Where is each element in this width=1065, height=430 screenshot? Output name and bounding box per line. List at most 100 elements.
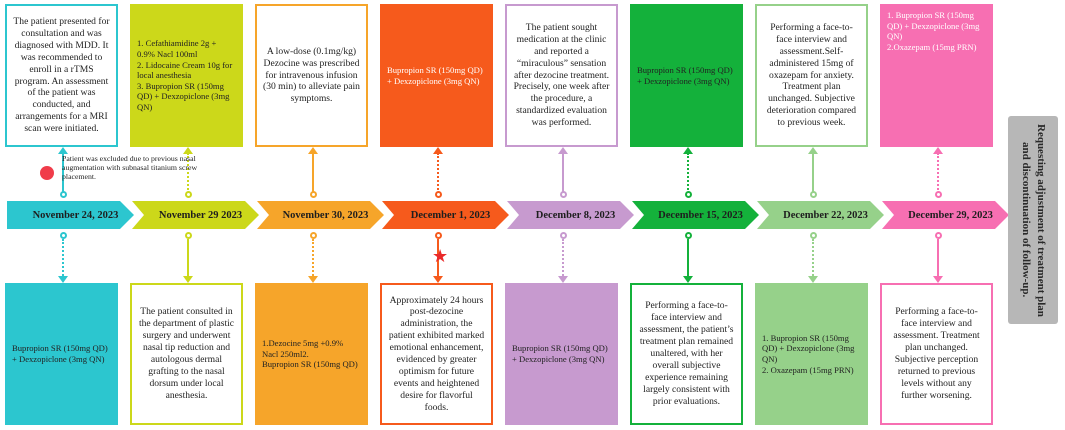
connector-arrow-up xyxy=(183,147,193,154)
connector-line-top xyxy=(437,153,439,194)
bottom-box-november-24-2023: Bupropion SR (150mg QD) + Dexzopiclone (… xyxy=(5,283,118,425)
connector-node-bottom xyxy=(185,232,192,239)
box-text-line: Approximately 24 hours post-dezocine adm… xyxy=(388,294,485,413)
connector-node-bottom xyxy=(810,232,817,239)
connector-arrow-down xyxy=(558,276,568,283)
box-text-line: 1. Bupropion SR (150mg QD) + Dexzopiclon… xyxy=(762,332,855,364)
box-text-line: Performing a face-to-face interview and … xyxy=(766,21,857,129)
connector-line-bottom xyxy=(562,239,564,276)
box-text-line: 1.Dezocine 5mg +0.9% Nacl 250ml2. xyxy=(262,338,344,359)
box-text-line: Performing a face-to-face interview and … xyxy=(639,300,734,407)
bottom-box-december-29-2023: Performing a face-to-face interview and … xyxy=(880,283,993,425)
top-box-december-22-2023: Performing a face-to-face interview and … xyxy=(755,4,868,147)
connector-line-bottom xyxy=(62,239,64,276)
top-box-december-29-2023: 1. Bupropion SR (150mg QD) + Dexzopiclon… xyxy=(880,4,993,147)
box-text-line: Bupropion SR (150mg QD) + Dexzopiclone (… xyxy=(12,343,108,364)
date-label: December 1, 2023 xyxy=(410,209,491,221)
timeline-date-segment: December 29, 2023 xyxy=(882,201,1009,229)
connector-node-top xyxy=(435,191,442,198)
bottom-box-december-15-2023: Performing a face-to-face interview and … xyxy=(630,283,743,425)
bottom-box-december-8-2023: Bupropion SR (150mg QD) + Dexzopiclone (… xyxy=(505,283,618,425)
box-text-line: The patient sought medication at the cli… xyxy=(513,21,610,129)
timeline-date-segment: November 24, 2023 xyxy=(7,201,134,229)
connector-node-top xyxy=(810,191,817,198)
box-text-line: A low-dose (0.1mg/kg) Dezocine was presc… xyxy=(263,45,360,105)
connector-arrow-up xyxy=(58,147,68,154)
connector-line-bottom xyxy=(437,239,439,276)
connector-line-bottom xyxy=(937,239,939,276)
box-text-line: Bupropion SR (150mg QD) xyxy=(262,359,358,370)
date-label: November 30, 2023 xyxy=(282,209,369,221)
connector-node-bottom xyxy=(560,232,567,239)
box-text-line: 2. Oxazepam (15mg PRN) xyxy=(762,364,854,375)
connector-node-top xyxy=(685,191,692,198)
bottom-box-november-30-2023: 1.Dezocine 5mg +0.9% Nacl 250ml2.Bupropi… xyxy=(255,283,368,425)
connector-node-bottom xyxy=(685,232,692,239)
connector-node-top xyxy=(60,191,67,198)
connector-line-top xyxy=(187,153,189,194)
connector-node-top xyxy=(935,191,942,198)
connector-arrow-up xyxy=(933,147,943,154)
bottom-box-november-29-2023: The patient consulted in the department … xyxy=(130,283,243,425)
connector-arrow-down xyxy=(58,276,68,283)
top-box-december-1-2023: Bupropion SR (150mg QD) + Dexzopiclone (… xyxy=(380,4,493,147)
connector-arrow-down xyxy=(683,276,693,283)
exclusion-marker-dot xyxy=(40,166,54,180)
box-text-line: 1. Cefathiamidine 2g + 0.9% Nacl 100ml xyxy=(137,38,217,59)
connector-node-top xyxy=(185,191,192,198)
connector-arrow-up xyxy=(308,147,318,154)
box-text-line: 2.Oxazepam (15mg PRN) xyxy=(887,41,977,52)
connector-arrow-up xyxy=(433,147,443,154)
timeline-date-segment: November 30, 2023 xyxy=(257,201,384,229)
final-outcome-text: Requesting adjustment of treatment plan … xyxy=(1020,123,1047,317)
timeline-date-segment: December 22, 2023 xyxy=(757,201,884,229)
box-text-line: 2. Lidocaine Cream 10g for local anesthe… xyxy=(137,59,233,81)
connector-node-bottom xyxy=(60,232,67,239)
date-label: December 29, 2023 xyxy=(908,209,993,221)
box-text-line: Bupropion SR (150mg QD) + Dexzopiclone (… xyxy=(637,64,733,86)
connector-node-top xyxy=(310,191,317,198)
bottom-box-december-22-2023: 1. Bupropion SR (150mg QD) + Dexzopiclon… xyxy=(755,283,868,425)
connector-line-top xyxy=(562,153,564,194)
connector-line-top xyxy=(62,153,64,194)
top-box-december-15-2023: Bupropion SR (150mg QD) + Dexzopiclone (… xyxy=(630,4,743,147)
top-box-december-8-2023: The patient sought medication at the cli… xyxy=(505,4,618,147)
timeline-date-segment: December 15, 2023 xyxy=(632,201,759,229)
connector-arrow-up xyxy=(808,147,818,154)
timeline-date-segment: November 29 2023 xyxy=(132,201,259,229)
connector-arrow-down xyxy=(808,276,818,283)
connector-line-bottom xyxy=(687,239,689,276)
connector-node-top xyxy=(560,191,567,198)
connector-arrow-down xyxy=(433,276,443,283)
connector-arrow-down xyxy=(308,276,318,283)
connector-arrow-up xyxy=(683,147,693,154)
box-text-line: 3. Bupropion SR (150mg QD) + Dexzopiclon… xyxy=(137,80,230,113)
timeline-date-segment: December 1, 2023 xyxy=(382,201,509,229)
connector-arrow-up xyxy=(558,147,568,154)
star-icon: ★ xyxy=(432,246,449,266)
bottom-box-december-1-2023: Approximately 24 hours post-dezocine adm… xyxy=(380,283,493,425)
date-label: December 8, 2023 xyxy=(535,209,616,221)
exclusion-note: Patient was excluded due to previous nas… xyxy=(62,154,198,181)
box-text-line: Bupropion SR (150mg QD) + Dexzopiclone (… xyxy=(387,64,483,86)
date-label: December 15, 2023 xyxy=(658,209,743,221)
connector-line-bottom xyxy=(812,239,814,276)
final-outcome-box: Requesting adjustment of treatment plan … xyxy=(1008,116,1058,324)
connector-line-bottom xyxy=(187,239,189,276)
top-box-november-30-2023: A low-dose (0.1mg/kg) Dezocine was presc… xyxy=(255,4,368,147)
connector-line-top xyxy=(937,153,939,194)
connector-node-bottom xyxy=(935,232,942,239)
date-label: November 29 2023 xyxy=(158,209,243,221)
connector-node-bottom xyxy=(310,232,317,239)
connector-node-bottom xyxy=(435,232,442,239)
date-label: November 24, 2023 xyxy=(32,209,119,221)
connector-line-bottom xyxy=(312,239,314,276)
box-text-line: The patient presented for consultation a… xyxy=(13,16,110,135)
connector-line-top xyxy=(687,153,689,194)
box-text-line: 1. Bupropion SR (150mg QD) + Dexzopiclon… xyxy=(887,10,980,42)
connector-line-top xyxy=(312,153,314,194)
box-text-line: The patient consulted in the department … xyxy=(138,306,235,401)
box-text-line: Performing a face-to-face interview and … xyxy=(893,306,980,401)
